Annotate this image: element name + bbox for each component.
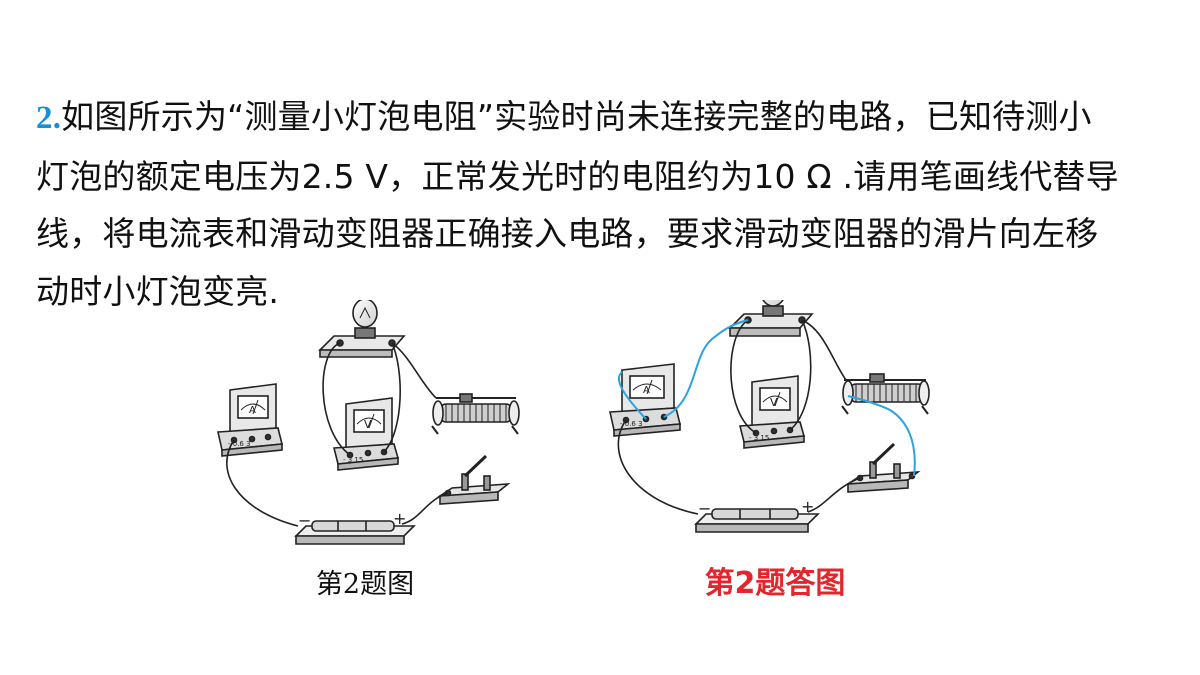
wire — [789, 319, 812, 431]
wire — [807, 477, 861, 513]
right-battery-minus: − — [698, 499, 711, 518]
left-ammeter-symbol: A — [249, 405, 256, 416]
question-text: 2.如图所示为“测量小灯泡电阻”实验时尚未连接完整的电路，已知待测小 灯泡的额定… — [36, 88, 1166, 320]
wire — [391, 342, 437, 399]
right-voltmeter-terminals: - 3 15 — [749, 434, 769, 442]
question-line-1: 2.如图所示为“测量小灯泡电阻”实验时尚未连接完整的电路，已知待测小 — [36, 97, 1092, 136]
left-battery-plus: + — [393, 509, 406, 528]
left-battery-minus: − — [298, 511, 311, 530]
question-line-4: 动时小灯泡变亮. — [36, 271, 280, 311]
right-ammeter-symbol: A — [643, 385, 650, 396]
battery-box-icon — [294, 520, 416, 545]
right-voltmeter-symbol: V — [770, 396, 778, 409]
left-ammeter-terminals: - 0.6 3 — [228, 440, 251, 448]
lamp-board-icon — [318, 300, 406, 358]
question-line-2: 灯泡的额定电压为2.5 V，正常发光时的电阻约为10 Ω .请用笔画线代替导 — [36, 156, 1119, 196]
question-line-3: 线，将电流表和滑动变阻器正确接入电路，要求滑动变阻器的滑片向左移 — [36, 214, 1099, 253]
answer-wire — [663, 319, 749, 418]
battery-box-icon — [694, 508, 820, 533]
right-battery-plus: + — [801, 497, 814, 516]
voltmeter-icon — [332, 397, 400, 471]
rheostat-icon — [841, 373, 930, 415]
switch-icon — [845, 442, 921, 493]
ammeter-icon — [217, 383, 284, 457]
left-voltmeter-symbol: V — [364, 418, 372, 431]
wire — [226, 439, 299, 527]
left-voltmeter-terminals: - 3 15 — [343, 456, 363, 464]
switch-icon — [437, 454, 511, 505]
wire — [401, 492, 449, 525]
left-circuit: A - 0.6 3 V - 3 15 — [217, 300, 520, 545]
figure-caption-left: 第2题图 — [315, 569, 415, 600]
wire — [730, 319, 757, 434]
wire — [801, 319, 847, 381]
circuit-diagrams: A - 0.6 3 V - 3 15 — [217, 300, 930, 545]
lamp-board-icon — [728, 300, 814, 337]
rheostat-icon — [431, 393, 520, 435]
answer-wire — [617, 371, 647, 420]
figure-caption-right: 第2题答图 — [704, 566, 846, 601]
right-circuit: A - 0.6 3 V - 3 15 — [609, 300, 930, 533]
question-number: 2. — [36, 100, 62, 136]
wire — [383, 342, 401, 453]
right-ammeter-terminals: - 0.6 3 — [620, 420, 643, 428]
wire — [322, 342, 351, 456]
wire — [617, 419, 699, 515]
voltmeter-icon — [738, 375, 806, 449]
answer-wire — [847, 395, 916, 477]
